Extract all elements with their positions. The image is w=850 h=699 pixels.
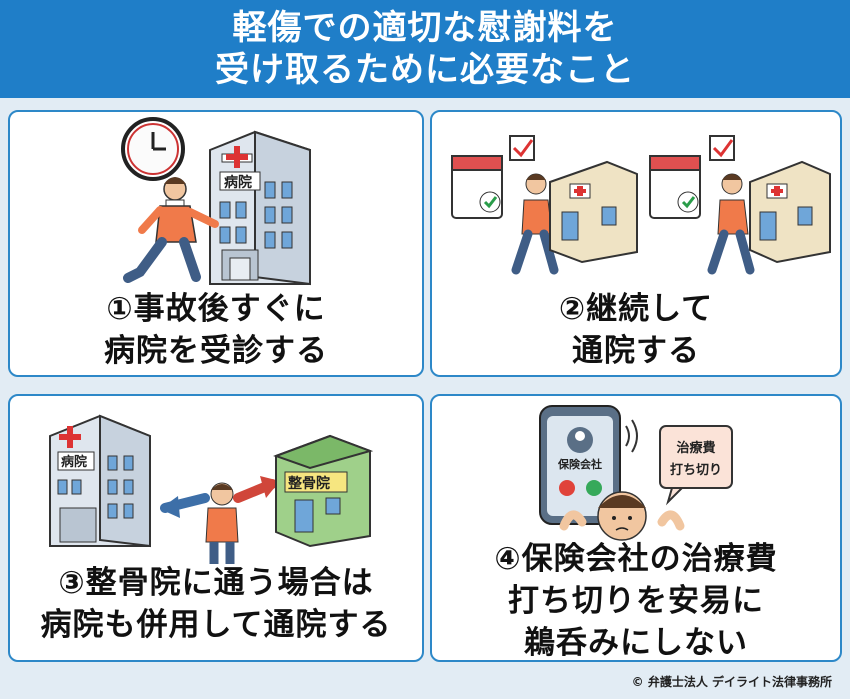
clinic-sign: 整骨院 — [287, 475, 330, 492]
panel-caption: ②継続して 通院する — [432, 288, 840, 372]
standing-person-icon — [205, 482, 239, 564]
worried-person-icon — [559, 491, 685, 541]
title-line-2: 受け取るために必要なこと — [215, 50, 635, 90]
copyright-notice: © 弁護士法人 デイライト法律事務所 — [631, 675, 832, 689]
caption-line: ①事故後すぐに — [106, 291, 326, 327]
insurance-call-illustration: 保険会社 治療費 打ち切り — [539, 405, 733, 541]
caption-line: 病院を受診する — [104, 333, 328, 369]
panel-also-use-hospital: 病院 整骨院 — [8, 394, 424, 662]
caption-line: 鵜呑みにしない — [524, 625, 748, 661]
hospital-building-icon: 病院 — [49, 414, 151, 548]
continuous-visit-illustration — [451, 135, 831, 275]
bubble-line: 治療費 — [676, 440, 715, 456]
panel-caption: ④保険会社の治療費 打ち切りを安易に 鵜呑みにしない — [432, 538, 840, 661]
caption-line: ③整骨院に通う場合は — [58, 565, 374, 601]
hospital-run-illustration: 病院 — [121, 117, 311, 286]
hospital-sign: 病院 — [224, 174, 252, 191]
panel-insurance-cutoff: 保険会社 治療費 打ち切り ④保険会社の治療費 打ち切りを安易に 鵜呑みにしない — [430, 394, 842, 662]
caption-line: 病院も併用して通院する — [40, 607, 392, 643]
walking-person-icon — [511, 173, 559, 275]
panel-visit-hospital-immediately: 病院 ①事故後すぐに 病院を受診する — [8, 110, 424, 377]
title-line-1: 軽傷での適切な慰謝料を — [232, 8, 618, 48]
osteopathic-clinic-icon: 整骨院 — [273, 434, 374, 548]
caption-line: ②継続して — [558, 291, 714, 327]
ringing-waves-icon — [625, 419, 638, 453]
panel-continue-visits: ②継続して 通院する — [430, 110, 842, 377]
panel-caption: ①事故後すぐに 病院を受診する — [10, 288, 422, 372]
caption-line: 打ち切りを安易に — [508, 583, 764, 619]
smartphone-icon: 保険会社 — [539, 405, 621, 525]
checkbox-icon — [509, 135, 535, 161]
caller-label: 保険会社 — [557, 457, 602, 471]
calendar-icon — [451, 155, 503, 219]
speech-bubble: 治療費 打ち切り — [659, 425, 733, 506]
calendar-icon — [649, 155, 701, 219]
clock-icon — [121, 117, 185, 181]
clinic-building-icon — [549, 160, 638, 264]
clinic-building-icon — [749, 160, 831, 264]
arrow-left-icon — [160, 493, 210, 518]
checkbox-icon — [709, 135, 735, 161]
caption-line: 通院する — [572, 333, 700, 369]
bubble-line: 打ち切り — [670, 462, 722, 478]
page-header: 軽傷での適切な慰謝料を 受け取るために必要なこと — [0, 0, 850, 98]
arrow-right-icon — [233, 476, 280, 503]
hospital-or-clinic-illustration: 病院 整骨院 — [49, 414, 374, 564]
caption-line: ④保険会社の治療費 — [494, 541, 778, 577]
walking-person-icon — [707, 173, 755, 275]
panel-caption: ③整骨院に通う場合は 病院も併用して通院する — [10, 562, 422, 646]
hospital-sign: 病院 — [61, 454, 87, 470]
running-person-icon — [123, 177, 219, 283]
hospital-building-icon: 病院 — [209, 130, 311, 286]
